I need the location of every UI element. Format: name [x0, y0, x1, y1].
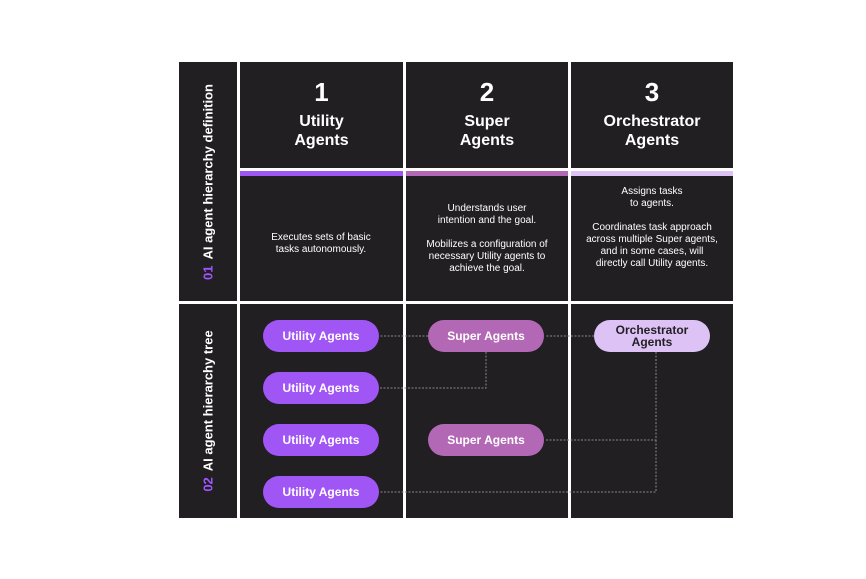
row-label-cell-tree: [179, 304, 237, 518]
description-super-text-1: Understands user intention and the goal.: [437, 203, 537, 226]
connector-orch-super2: [545, 352, 657, 441]
column-title-super-line2: Agents: [459, 132, 515, 149]
column-number-super: 2: [479, 77, 495, 107]
connector-super1-utility2: [380, 352, 487, 389]
super-color-bar: [406, 171, 568, 176]
column-title-orchestrator-line1: Orchestrator: [603, 113, 701, 130]
column-title-utility-line2: Agents: [294, 132, 349, 149]
row-label-cell-definition: [179, 62, 237, 301]
super-agent-node-1: Super Agents: [428, 320, 544, 352]
header-cell-utility: [240, 62, 403, 168]
utility-color-bar: [240, 171, 403, 176]
utility-agent-node-3: Utility Agents: [263, 424, 379, 456]
header-cell-orchestrator: [571, 62, 733, 168]
orchestrator-node-line2: Agents: [631, 335, 673, 349]
column-title-super-line1: Super: [464, 113, 510, 130]
column-header-super: 2 Super Agents: [406, 78, 568, 150]
description-cell-utility: [240, 171, 403, 301]
utility-agent-node-1: Utility Agents: [263, 320, 379, 352]
description-super: Understands user intention and the goal.…: [420, 203, 554, 275]
column-number-orchestrator: 3: [644, 77, 660, 107]
connector-orch-utility4: [380, 440, 657, 493]
orchestrator-color-bar: [571, 171, 733, 176]
description-cell-orchestrator: [571, 171, 733, 301]
column-header-orchestrator: 3 Orchestrator Agents: [571, 78, 733, 150]
description-utility-text: Executes sets of basic tasks autonomousl…: [271, 232, 371, 255]
column-number-utility: 1: [314, 77, 329, 107]
orchestrator-agent-node: Orchestrator Agents: [594, 320, 710, 352]
orchestrator-node-line1: Orchestrator: [615, 323, 689, 337]
column-header-utility: 1 Utility Agents: [240, 78, 403, 150]
description-orchestrator-text-1: Assigns tasks to agents.: [621, 186, 683, 209]
description-utility: Executes sets of basic tasks autonomousl…: [262, 232, 380, 256]
column-title-orchestrator-line2: Agents: [624, 132, 680, 149]
utility-agent-node-4: Utility Agents: [263, 476, 379, 508]
description-super-text-2: Mobilizes a configuration of necessary U…: [426, 239, 548, 274]
super-agent-node-2: Super Agents: [428, 424, 544, 456]
header-cell-super: [406, 62, 568, 168]
column-title-utility-line1: Utility: [299, 113, 344, 130]
description-cell-super: [406, 171, 568, 301]
description-orchestrator: Assigns tasks to agents. Coordinates tas…: [584, 186, 720, 270]
utility-agent-node-2: Utility Agents: [263, 372, 379, 404]
description-orchestrator-text-2: Coordinates task approach across multipl…: [586, 222, 718, 269]
